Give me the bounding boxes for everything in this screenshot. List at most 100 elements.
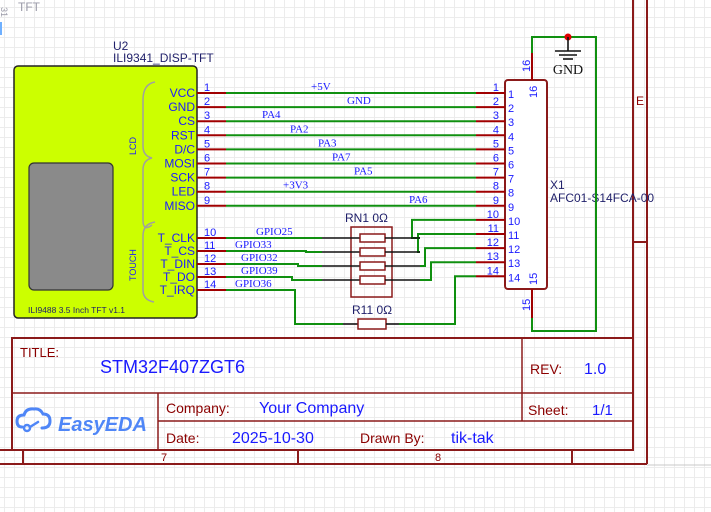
easyeda-logo: EasyEDA bbox=[15, 407, 147, 436]
u2-pin-number: 13 bbox=[204, 266, 216, 278]
u2-touch-label: TOUCH bbox=[128, 249, 138, 281]
rn1-resistor-body bbox=[359, 233, 386, 243]
u2-touch-bracket bbox=[142, 221, 156, 303]
u2-pin-number: 5 bbox=[204, 138, 210, 150]
frame-column-7: 7 bbox=[161, 452, 167, 464]
x1-pin-number-outer: 8 bbox=[493, 181, 499, 193]
u2-pin-number: 9 bbox=[204, 195, 210, 207]
net-label: PA7 bbox=[332, 152, 351, 164]
u2-pin-number: 7 bbox=[204, 167, 210, 179]
x1-pin16-number-inner: 16 bbox=[528, 86, 540, 98]
corner-ruler: 31 TFT bbox=[0, 0, 41, 35]
rev-label: REV: bbox=[530, 361, 562, 377]
company-value: Your Company bbox=[259, 400, 364, 417]
x1-pin-number-inner: 3 bbox=[508, 117, 514, 129]
easyeda-logo-text: EasyEDA bbox=[58, 414, 147, 436]
u2-pin-name: RST bbox=[171, 128, 196, 142]
x1-pin-number-outer: 9 bbox=[493, 195, 499, 207]
net-label: PA2 bbox=[290, 123, 309, 135]
x1-pin-number-inner: 4 bbox=[508, 131, 514, 143]
net-label: PA3 bbox=[318, 137, 337, 149]
u2-pin-name: MOSI bbox=[164, 157, 195, 171]
u2-pin-number: 3 bbox=[204, 110, 210, 122]
x1-pin15-number-outer: 15 bbox=[521, 299, 533, 311]
cloud-logo-node bbox=[22, 423, 32, 433]
x1-pin-number-inner: 6 bbox=[508, 160, 514, 172]
x1-pin-number-outer: 4 bbox=[493, 124, 499, 136]
date-label: Date: bbox=[166, 430, 199, 446]
x1-pin-number-inner: 11 bbox=[508, 230, 519, 242]
title-block: TITLE: STM32F407ZGT6 REV: 1.0 Company: Y… bbox=[11, 337, 634, 451]
net-wire bbox=[417, 233, 476, 253]
rn1-resistors bbox=[322, 233, 420, 285]
ruler-marker bbox=[0, 22, 2, 35]
net-wire bbox=[420, 261, 476, 281]
cloud-logo-icon bbox=[15, 407, 52, 430]
net-label: PA5 bbox=[354, 166, 373, 178]
x1-pin-number-inner: 12 bbox=[508, 244, 520, 256]
gnd-symbol-label: GND bbox=[553, 63, 583, 78]
r11-body bbox=[357, 318, 387, 330]
u2-pin-name: MISO bbox=[164, 199, 195, 213]
drawn-by-label: Drawn By: bbox=[360, 430, 425, 446]
frame-column-8: 8 bbox=[435, 452, 441, 464]
u2-pin-number: 10 bbox=[204, 227, 216, 239]
net-label: +3V3 bbox=[283, 180, 309, 192]
x1-pin-number-outer: 13 bbox=[487, 251, 499, 263]
x1-pin-number-outer: 7 bbox=[493, 167, 499, 179]
drawn-by-value: tik-tak bbox=[451, 430, 495, 447]
u2-designator: U2 bbox=[113, 39, 129, 53]
u2-lcd-label: LCD bbox=[128, 136, 138, 155]
rn1-resistor-body bbox=[359, 275, 386, 285]
x1-body bbox=[504, 79, 548, 290]
x1-pin-number-inner: 10 bbox=[508, 216, 520, 228]
u2-pin-name: T_CS bbox=[164, 244, 195, 258]
rn1-resistor-body bbox=[359, 261, 386, 271]
u2-footer-text: ILI9488 3.5 Inch TFT v1.1 bbox=[28, 305, 125, 315]
rn1-outline bbox=[350, 226, 393, 298]
x1-pin-number-inner: 7 bbox=[508, 174, 514, 186]
u2-pin-name: VCC bbox=[170, 86, 196, 100]
net-label: +5V bbox=[311, 81, 331, 93]
net-label: PA4 bbox=[262, 109, 281, 121]
date-value: 2025-10-30 bbox=[232, 430, 314, 447]
frame-zone-letter: E bbox=[636, 94, 644, 108]
x1-pin-number-outer: 11 bbox=[488, 223, 499, 235]
net-wire bbox=[226, 250, 322, 253]
r11-label: R11 0Ω bbox=[352, 303, 392, 317]
title-block-outline bbox=[11, 337, 634, 451]
x1-pin-number-outer: 14 bbox=[487, 265, 499, 277]
x1-pin-number-inner: 1 bbox=[508, 89, 514, 101]
net-label: GND bbox=[347, 95, 371, 107]
x1-pin-number-outer: 12 bbox=[487, 237, 499, 249]
u2-pin-number: 8 bbox=[204, 181, 210, 193]
sheet-label: Sheet: bbox=[528, 402, 568, 418]
sheet-value: 1/1 bbox=[592, 402, 613, 419]
x1-pin-number-outer: 10 bbox=[487, 209, 499, 221]
x1-pin-number-inner: 8 bbox=[508, 188, 514, 200]
net-wire bbox=[399, 275, 476, 325]
rev-value: 1.0 bbox=[584, 361, 606, 378]
u2-pin-name: GND bbox=[168, 100, 195, 114]
net-label: GPIO36 bbox=[235, 278, 272, 290]
rn1-resistor-network[interactable]: RN1 0Ω bbox=[322, 211, 420, 298]
u2-pin-number: 12 bbox=[204, 253, 216, 265]
x1-pin-number-inner: 5 bbox=[508, 145, 514, 157]
net-label: GPIO32 bbox=[241, 252, 278, 264]
x1-pin-number-inner: 14 bbox=[508, 272, 520, 284]
u2-part-name: ILI9341_DISP-TFT bbox=[113, 51, 214, 65]
cloud-logo-link bbox=[28, 420, 40, 429]
u2-pin-name: CS bbox=[178, 114, 195, 128]
r11-resistor[interactable]: R11 0Ω bbox=[343, 303, 399, 330]
u2-pin-name: T_DIN bbox=[160, 257, 195, 271]
u2-pin-name: D/C bbox=[174, 142, 195, 156]
u2-pin-number: 4 bbox=[204, 124, 210, 136]
u2-pin-number: 6 bbox=[204, 153, 210, 165]
x1-connector[interactable]: X1 AFC01-S14FCA-00 16 16 15 15 112233445… bbox=[476, 53, 654, 318]
net-label: PA6 bbox=[409, 194, 428, 206]
u2-tft-module[interactable]: U2 ILI9341_DISP-TFT LCD TOUCH ILI9488 3.… bbox=[13, 39, 226, 319]
x1-designator: X1 bbox=[550, 178, 565, 192]
